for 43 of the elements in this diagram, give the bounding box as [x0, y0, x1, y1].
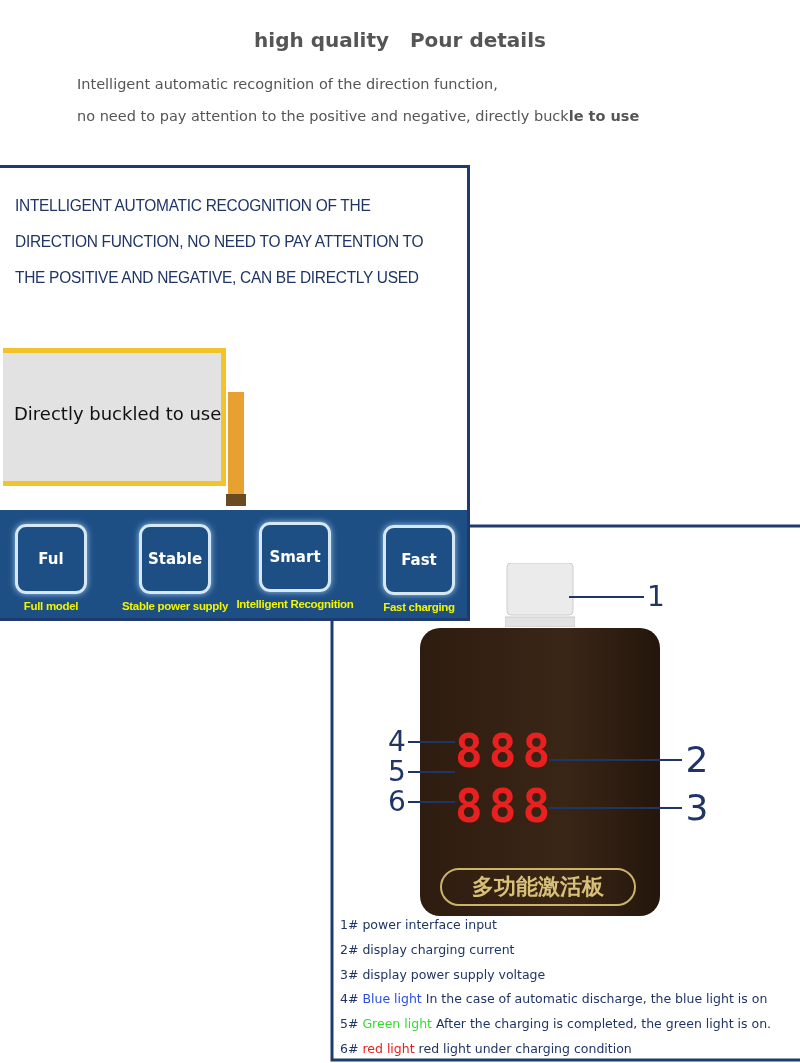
note-text: red light under charging condition — [418, 1041, 632, 1056]
feature-tile: Fast — [383, 525, 455, 595]
light-name: Blue light — [362, 991, 422, 1007]
intro-text: no need to pay attention to the positive and negative, directly buckle to use — [77, 108, 640, 124]
callout-number: 3 — [682, 786, 712, 830]
callout-number: 4 — [386, 726, 408, 758]
led-display: 888 — [455, 726, 559, 776]
feature-caption: Intelligent Recognition — [236, 598, 354, 610]
callout-number: 2 — [682, 738, 712, 782]
callout-number: 5 — [386, 756, 408, 788]
intro-text: Intelligent automatic recognition of the direction function, — [77, 76, 498, 92]
light-name: Green light — [362, 1016, 432, 1032]
battery-label: Directly buckled to use — [14, 403, 222, 424]
note-text: 2# display charging current — [340, 941, 515, 957]
feature-tile: Ful — [15, 524, 87, 594]
feature-caption: Full model — [23, 600, 79, 612]
feature-tile: Stable — [139, 524, 211, 594]
panel-heading: INTELLIGENT AUTOMATIC RECOGNITION OF THE DIRECTION FUNCTION, NO NEED TO PAY ATTENTION TO THE POSITIVE AND NEGATIVE, CAN BE DIRECTLY USED — [15, 194, 425, 288]
note-text: 6# — [340, 1041, 359, 1056]
leader-line — [407, 801, 456, 803]
leader-line — [407, 741, 456, 743]
note-text: 4# — [340, 991, 359, 1007]
leader-line — [548, 759, 683, 761]
feature-caption: Stable power supply — [121, 600, 229, 612]
callout-number: 6 — [386, 786, 408, 818]
led-display: 888 — [455, 781, 559, 831]
note-text: After the charging is completed, the green light is on. — [435, 1016, 772, 1032]
battery-drawing — [3, 348, 226, 486]
note-text: In the case of automatic discharge, the blue light is on — [425, 991, 768, 1007]
leader-line — [548, 807, 683, 809]
callout-number: 1 — [644, 580, 668, 614]
feature-tile: Smart — [259, 522, 331, 592]
leader-line — [568, 596, 645, 598]
info-panel — [0, 165, 470, 621]
note-text: 5# — [340, 1016, 359, 1032]
usb-connector-drawing — [505, 563, 575, 627]
title: high quality Pour details — [253, 28, 547, 52]
note-text: 3# display power supply voltage — [340, 966, 546, 982]
light-name: red light — [362, 1041, 415, 1056]
note-text: 1# power interface input — [340, 917, 497, 932]
device-label: 多功能激活板 — [440, 868, 636, 906]
feature-caption: Fast charging — [383, 601, 455, 613]
leader-line — [407, 771, 456, 773]
